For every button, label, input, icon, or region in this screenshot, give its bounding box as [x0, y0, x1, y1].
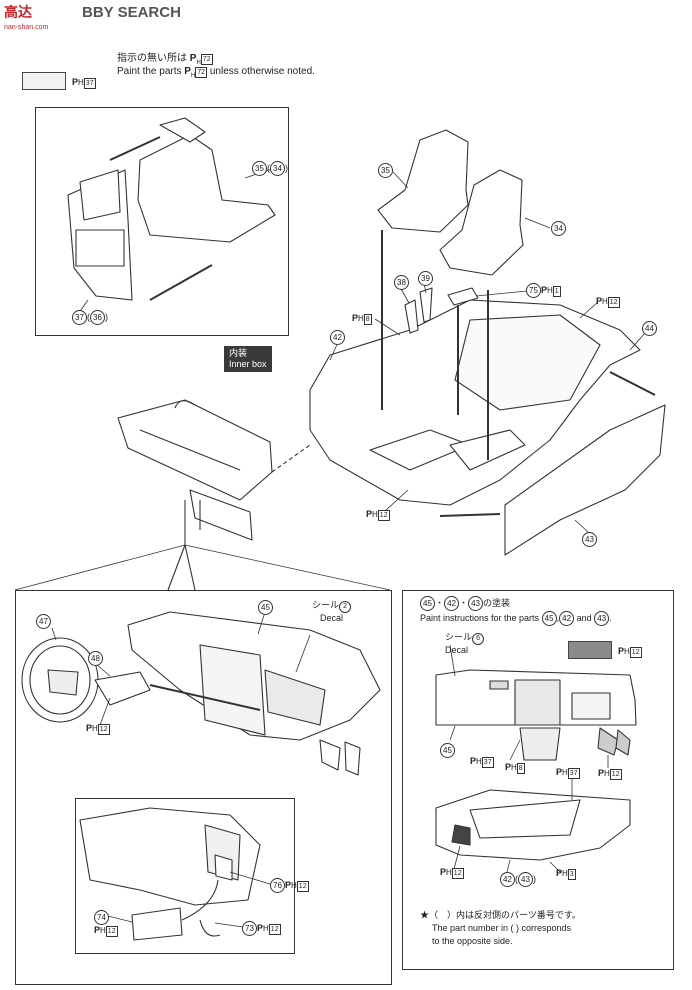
opposite-side-note: ★（ ）内は反対側のパーツ番号です。 The part number in ( …: [420, 910, 581, 946]
callout-38: 38: [394, 275, 409, 290]
logo-glyphs: 高达: [4, 4, 32, 20]
site-logo[interactable]: 高达 nan-shan.com: [4, 4, 48, 33]
paint-instructions-panel: [402, 590, 674, 970]
callout-42: 42: [330, 330, 345, 345]
paint-callout-42-43: 42(43): [500, 872, 536, 887]
paint-swatch-light: [22, 72, 66, 90]
callout-35-34: 35(34): [252, 161, 288, 176]
callout-34: 34: [551, 221, 566, 236]
callout-43: 43: [582, 532, 597, 547]
paint-callout-45: 45: [440, 743, 455, 758]
callout-35: 35: [378, 163, 393, 178]
paint-swatch-dark: [568, 641, 612, 659]
callout-39: 39: [418, 271, 433, 286]
door-panel-right: [504, 404, 666, 556]
inner-box-dash: [117, 399, 273, 501]
paint-title-en: Paint instructions for the parts 45,42 a…: [420, 611, 612, 626]
front-seat-left: [377, 129, 469, 233]
callout-44: 44: [642, 321, 657, 336]
paint-door-trim: [435, 789, 631, 861]
brand-text: BBY SEARCH: [82, 4, 181, 21]
callout-48: 48: [88, 651, 103, 666]
callout-37-36: 37(36): [72, 310, 108, 325]
console-box-74: [131, 907, 183, 941]
callout-47: 47: [36, 614, 51, 629]
callout-45: 45: [258, 600, 273, 615]
logo-site: nan-shan.com: [4, 24, 49, 31]
front-seat-right: [439, 169, 524, 276]
